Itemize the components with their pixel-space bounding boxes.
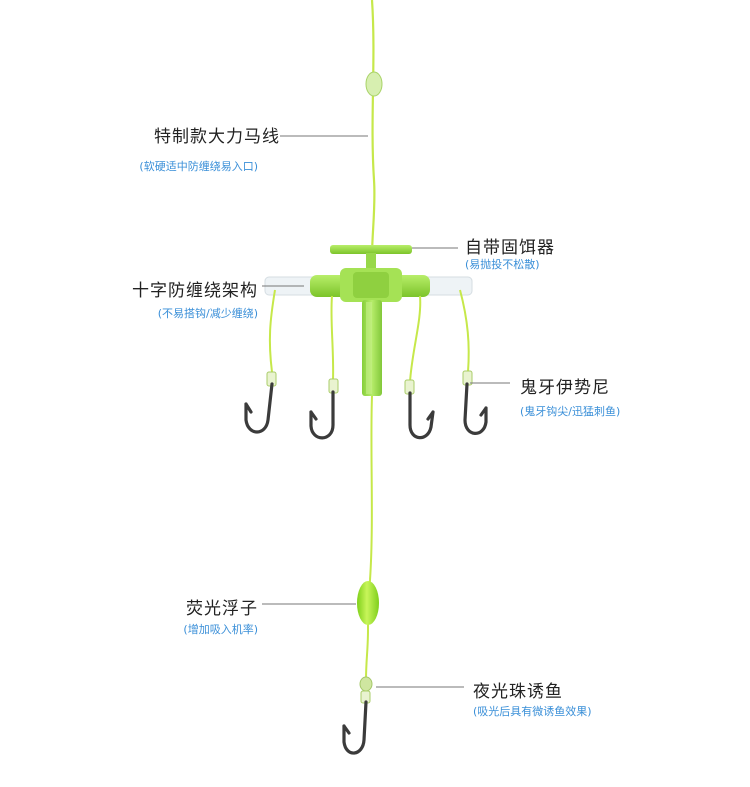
hook-icon <box>244 382 274 434</box>
label-float-title: 荧光浮子 <box>186 599 258 619</box>
label-bead-desc: (吸光后具有微诱鱼效果) <box>473 705 592 718</box>
leader-3 <box>409 295 422 383</box>
leader-4 <box>459 289 470 373</box>
hook-icon <box>309 390 335 440</box>
label-cross-frame-desc: (不易搭钩/减少缠绕) <box>157 307 258 320</box>
label-bead-title: 夜光珠诱鱼 <box>473 682 563 702</box>
label-bait-holder-title: 自带固饵器 <box>465 238 555 258</box>
top-bead <box>365 71 383 97</box>
hook-icon <box>408 391 435 440</box>
label-cross-frame-title: 十字防缠绕架构 <box>132 281 258 301</box>
main-line-bottom <box>365 395 373 681</box>
label-hooks-title: 鬼牙伊势尼 <box>520 378 610 398</box>
label-float-desc: (增加吸入机率) <box>183 623 258 636</box>
leader-1 <box>268 289 276 373</box>
label-bait-holder-desc: (易抛投不松散) <box>465 258 540 271</box>
main-line-top <box>370 0 376 269</box>
float-icon <box>357 581 379 625</box>
cross-frame-icon <box>310 268 430 396</box>
bead-icon <box>359 676 373 692</box>
leader-2 <box>330 295 335 381</box>
label-line-desc: (软硬适中防缠绕易入口) <box>139 160 258 173</box>
label-line-title: 特制款大力马线 <box>154 127 280 147</box>
bait-holder-icon <box>330 245 412 273</box>
hook-icon <box>463 382 488 435</box>
hook-icon <box>342 700 368 755</box>
label-hooks-desc: (鬼牙钩尖/迅猛刺鱼) <box>520 405 621 418</box>
